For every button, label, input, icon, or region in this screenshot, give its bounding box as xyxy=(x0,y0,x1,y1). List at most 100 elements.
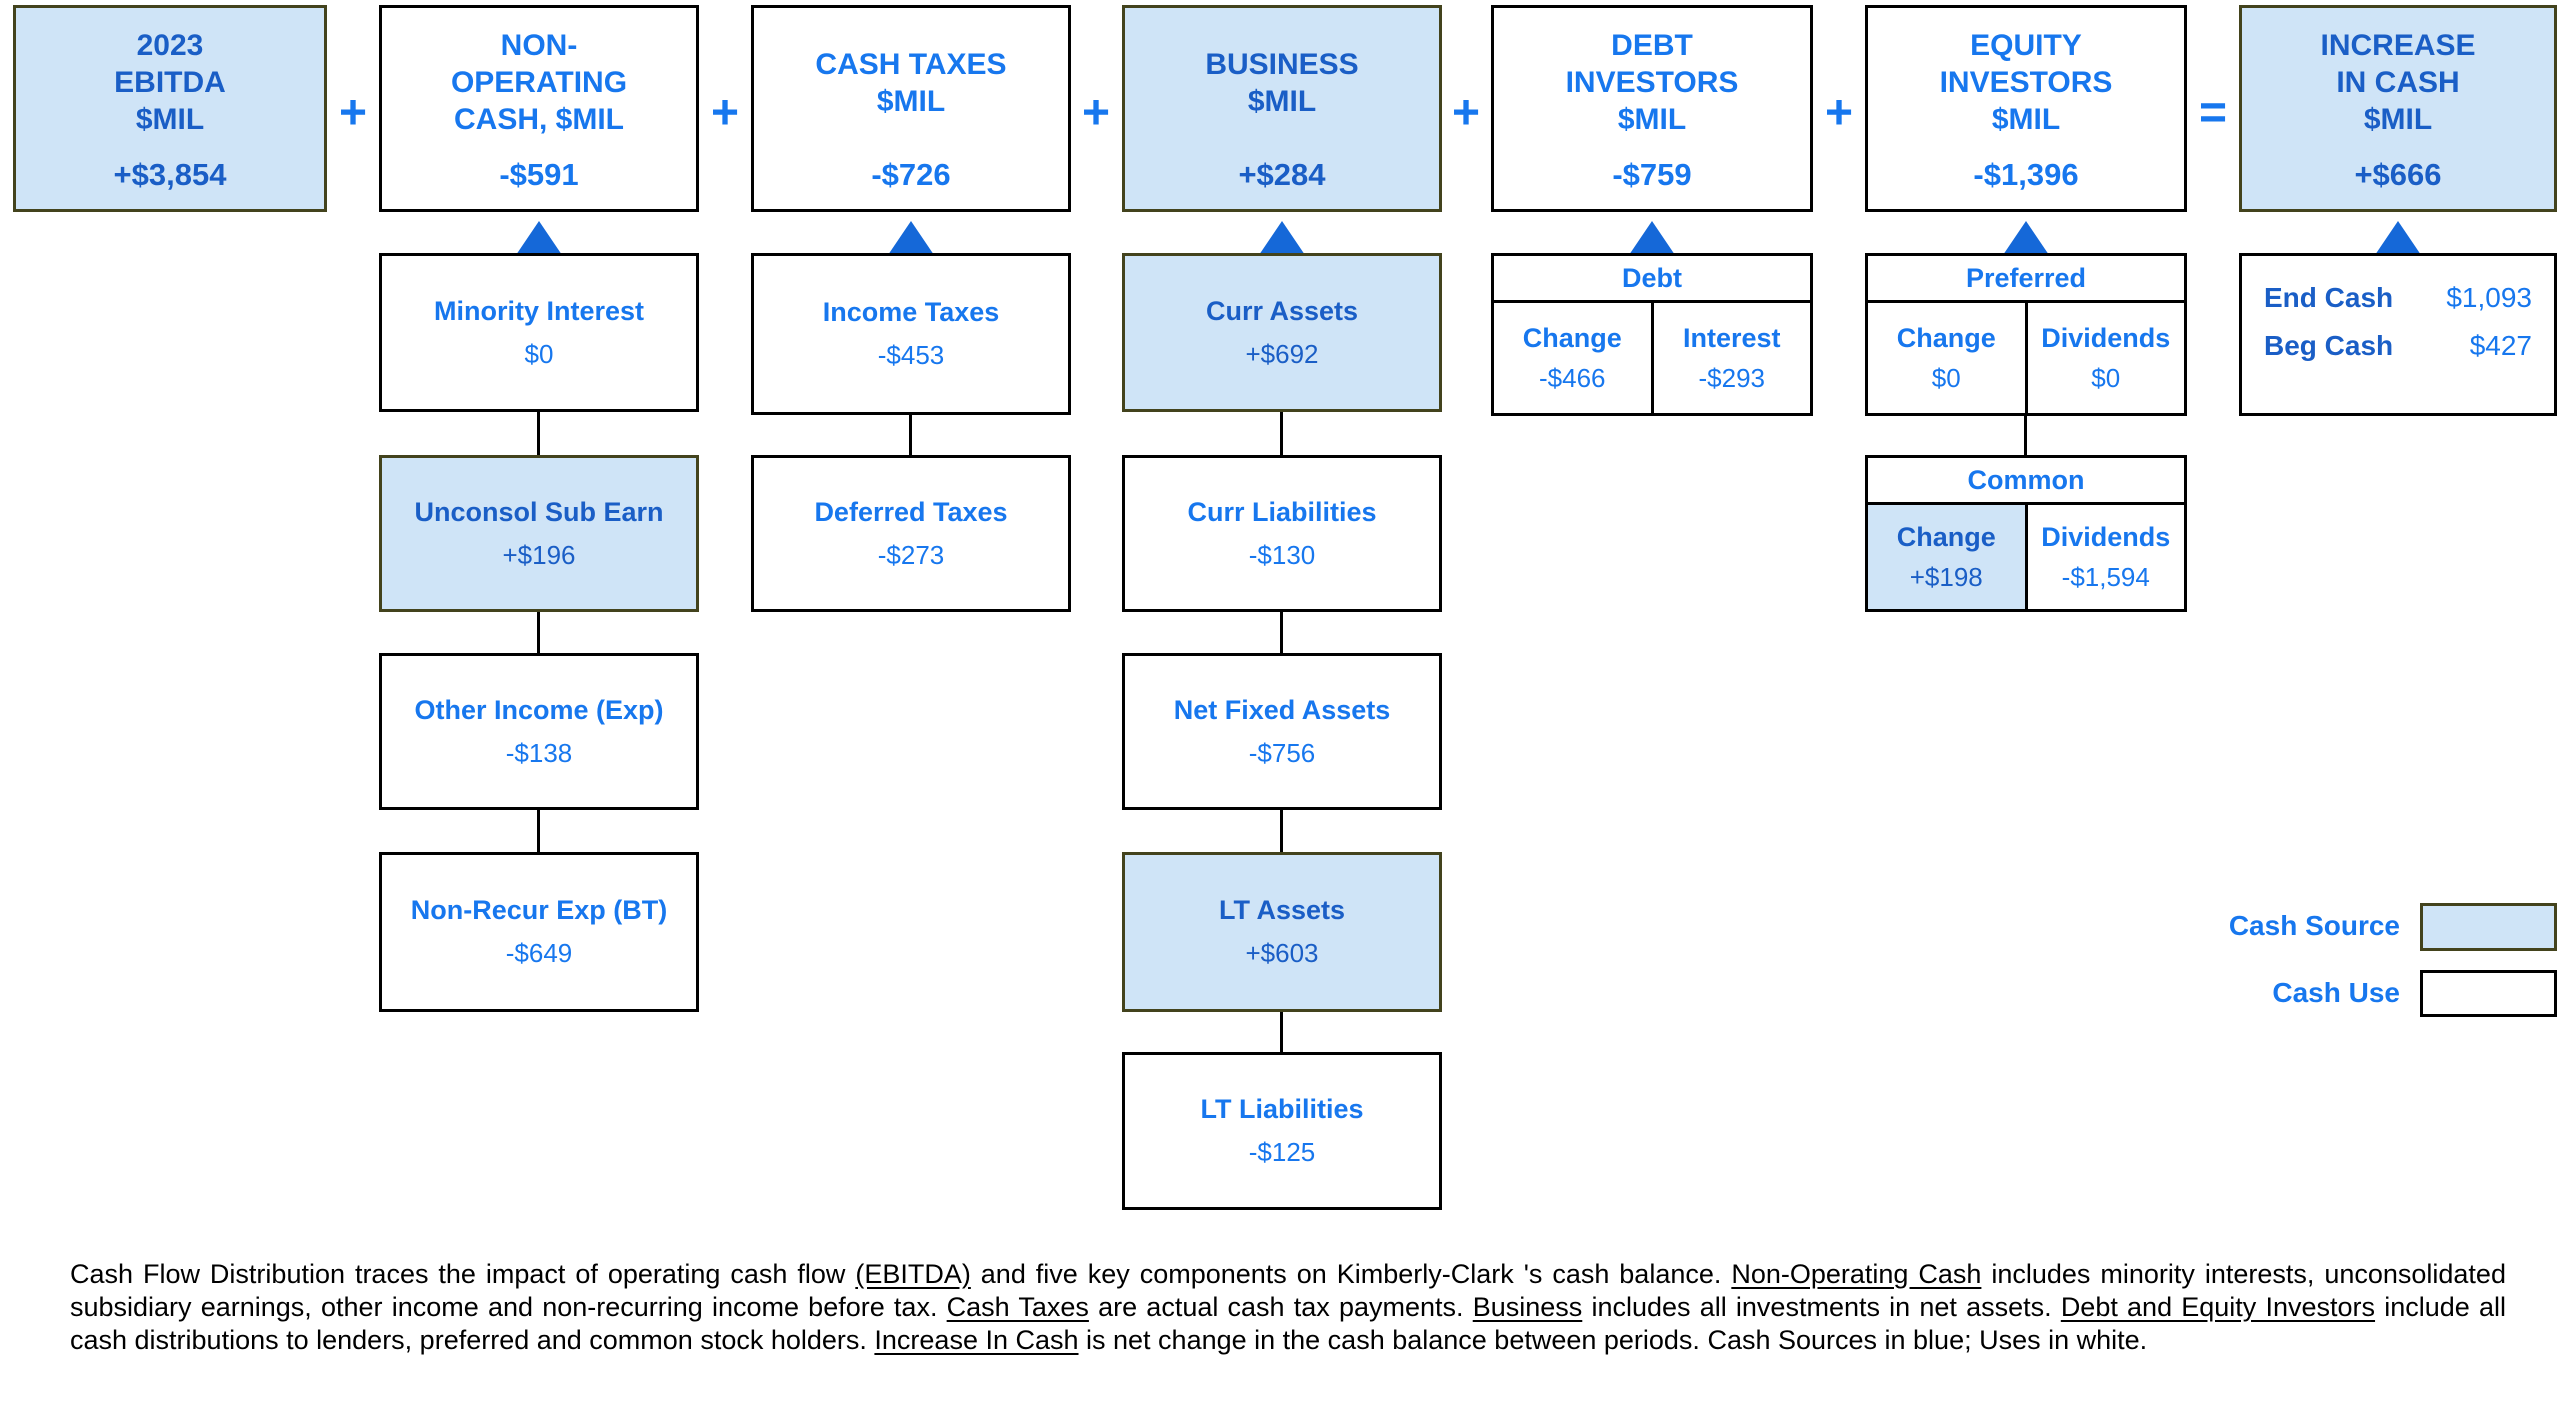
deferred-taxes-box: Deferred Taxes -$273 xyxy=(751,455,1071,612)
preferred-change-label: Change xyxy=(1896,322,1996,353)
debt-change-value: -$466 xyxy=(1539,362,1606,393)
debt-interest-value: -$293 xyxy=(1698,362,1766,393)
connector-line xyxy=(537,612,540,653)
debt-interest-cell: Interest -$293 xyxy=(1650,303,1811,413)
ebitda-value: +$3,854 xyxy=(113,157,227,192)
legend-cash-source-label: Cash Source xyxy=(2228,910,2400,941)
deferred-taxes-label: Deferred Taxes xyxy=(814,496,1008,527)
lt-liabilities-label: LT Liabilities xyxy=(1200,1094,1364,1124)
debt-change-label: Change xyxy=(1522,322,1622,353)
other-income-value: -$138 xyxy=(505,737,573,768)
lt-assets-box: LT Assets +$603 xyxy=(1122,852,1442,1012)
ebitda-box: 2023 EBITDA $MIL +$3,854 xyxy=(13,5,327,212)
preferred-table-header: Preferred xyxy=(1868,256,2184,303)
debt-investors-value: -$759 xyxy=(1612,157,1692,192)
non-recur-exp-box: Non-Recur Exp (BT) -$649 xyxy=(379,852,699,1012)
plus-operator: + xyxy=(1451,86,1481,140)
connector-line xyxy=(1280,612,1283,653)
common-table: Common Change +$198 Dividends -$1,594 xyxy=(1865,455,2187,612)
arrow-up-icon xyxy=(2003,221,2049,255)
curr-liabilities-value: -$130 xyxy=(1248,539,1316,570)
common-dividends-cell: Dividends -$1,594 xyxy=(2024,505,2185,609)
net-fixed-assets-value: -$756 xyxy=(1248,737,1316,768)
debt-change-cell: Change -$466 xyxy=(1494,303,1651,413)
unconsol-sub-earn-box: Unconsol Sub Earn +$196 xyxy=(379,455,699,612)
other-income-label: Other Income (Exp) xyxy=(414,694,664,725)
business-value: +$284 xyxy=(1238,157,1326,192)
non-recur-exp-value: -$649 xyxy=(505,938,573,968)
connector-line xyxy=(537,810,540,852)
income-taxes-value: -$453 xyxy=(877,340,945,370)
end-cash-label: End Cash xyxy=(2264,282,2394,313)
preferred-change-cell: Change $0 xyxy=(1868,303,2025,413)
equity-investors-box: EQUITY INVESTORS $MIL -$1,396 xyxy=(1865,5,2187,212)
deferred-taxes-value: -$273 xyxy=(877,539,945,570)
preferred-dividends-cell: Dividends $0 xyxy=(2024,303,2185,413)
lt-assets-value: +$603 xyxy=(1245,938,1319,968)
lt-liabilities-value: -$125 xyxy=(1248,1137,1316,1167)
curr-liabilities-box: Curr Liabilities -$130 xyxy=(1122,455,1442,612)
beg-cash-value: $427 xyxy=(2469,330,2532,361)
equity-investors-title: EQUITY INVESTORS $MIL xyxy=(1939,29,2113,136)
increase-in-cash-value: +$666 xyxy=(2354,157,2442,192)
non-recur-exp-label: Non-Recur Exp (BT) xyxy=(410,895,668,925)
income-taxes-box: Income Taxes -$453 xyxy=(751,253,1071,415)
connector-line xyxy=(1280,412,1283,455)
cash-balance-box: End Cash $1,093 Beg Cash $427 xyxy=(2239,253,2557,416)
end-cash-value: $1,093 xyxy=(2446,282,2532,313)
common-dividends-value: -$1,594 xyxy=(2061,561,2150,592)
income-taxes-label: Income Taxes xyxy=(822,297,1000,327)
debt-investors-title: DEBT INVESTORS $MIL xyxy=(1565,29,1739,136)
common-change-label: Change xyxy=(1896,521,1996,552)
minority-interest-box: Minority Interest $0 xyxy=(379,253,699,412)
beg-cash-row: Beg Cash $427 xyxy=(2264,330,2532,362)
connector-line xyxy=(537,412,540,455)
debt-table: Debt Change -$466 Interest -$293 xyxy=(1491,253,1813,416)
lt-liabilities-box: LT Liabilities -$125 xyxy=(1122,1052,1442,1210)
minority-interest-label: Minority Interest xyxy=(433,295,645,326)
footnote: Cash Flow Distribution traces the impact… xyxy=(70,1259,2506,1355)
arrow-up-icon xyxy=(1259,221,1305,255)
non-operating-cash-box: NON- OPERATING CASH, $MIL -$591 xyxy=(379,5,699,212)
plus-operator: + xyxy=(1081,86,1111,140)
debt-investors-box: DEBT INVESTORS $MIL -$759 xyxy=(1491,5,1813,212)
plus-operator: + xyxy=(1824,86,1854,140)
curr-liabilities-label: Curr Liabilities xyxy=(1187,496,1377,527)
other-income-box: Other Income (Exp) -$138 xyxy=(379,653,699,810)
common-table-header: Common xyxy=(1868,458,2184,505)
connector-line xyxy=(909,415,912,455)
arrow-up-icon xyxy=(2375,221,2421,255)
preferred-table: Preferred Change $0 Dividends $0 xyxy=(1865,253,2187,416)
plus-operator: + xyxy=(710,86,740,140)
curr-assets-box: Curr Assets +$692 xyxy=(1122,253,1442,412)
arrow-up-icon xyxy=(888,221,934,255)
non-operating-cash-value: -$591 xyxy=(499,157,579,192)
connector-line xyxy=(1280,1012,1283,1052)
arrow-up-icon xyxy=(1629,221,1675,255)
cash-taxes-title: CASH TAXES $MIL xyxy=(815,47,1007,118)
increase-in-cash-title: INCREASE IN CASH $MIL xyxy=(2320,29,2476,136)
preferred-change-value: $0 xyxy=(1931,362,1961,393)
common-change-value: +$198 xyxy=(1909,561,1983,592)
beg-cash-label: Beg Cash xyxy=(2264,330,2394,361)
debt-table-header: Debt xyxy=(1494,256,1810,303)
plus-operator: + xyxy=(338,86,368,140)
common-change-cell: Change +$198 xyxy=(1868,505,2025,609)
net-fixed-assets-label: Net Fixed Assets xyxy=(1173,694,1391,725)
connector-line xyxy=(2024,416,2027,455)
non-operating-cash-title: NON- OPERATING CASH, $MIL xyxy=(450,29,628,136)
unconsol-sub-earn-value: +$196 xyxy=(502,539,576,570)
increase-in-cash-box: INCREASE IN CASH $MIL +$666 xyxy=(2239,5,2557,212)
cash-use-swatch xyxy=(2420,970,2557,1017)
cash-source-swatch xyxy=(2420,903,2557,951)
connector-line xyxy=(1280,810,1283,852)
preferred-dividends-value: $0 xyxy=(2091,362,2121,393)
preferred-dividends-label: Dividends xyxy=(2041,322,2171,353)
equals-operator: = xyxy=(2198,86,2228,140)
business-title: BUSINESS $MIL xyxy=(1205,47,1359,118)
business-box: BUSINESS $MIL +$284 xyxy=(1122,5,1442,212)
equity-investors-value: -$1,396 xyxy=(1973,157,2079,192)
end-cash-row: End Cash $1,093 xyxy=(2264,282,2532,314)
cash-taxes-value: -$726 xyxy=(871,157,951,192)
